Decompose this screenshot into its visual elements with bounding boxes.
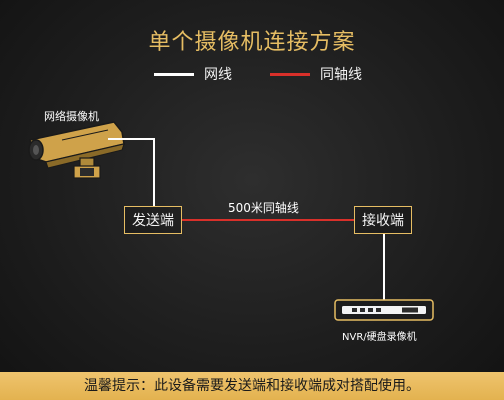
nvr-recorder-icon [334,299,434,321]
sender-label: 发送端 [132,213,174,229]
sender-box: 发送端 [124,206,182,234]
footer-tip: 温馨提示：此设备需要发送端和接收端成对搭配使用。 [0,372,504,400]
nvr-network-cable [383,234,385,300]
receiver-box: 接收端 [354,206,412,234]
camera-network-cable-vertical [153,138,155,206]
network-camera-icon [28,121,125,179]
receiver-label: 接收端 [362,213,404,229]
camera-network-cable-horizontal [108,138,154,140]
coax-length-label: 500米同轴线 [228,201,299,215]
legend-coax-label: 同轴线 [320,67,362,83]
camera-label: 网络摄像机 [44,110,99,123]
legend-network-label: 网线 [204,67,232,83]
diagram-title: 单个摄像机连接方案 [148,30,356,55]
nvr-label: NVR/硬盘录像机 [342,332,417,343]
coax-cable [182,219,354,221]
legend-network-line [154,73,194,76]
legend-coax-line [270,73,310,76]
